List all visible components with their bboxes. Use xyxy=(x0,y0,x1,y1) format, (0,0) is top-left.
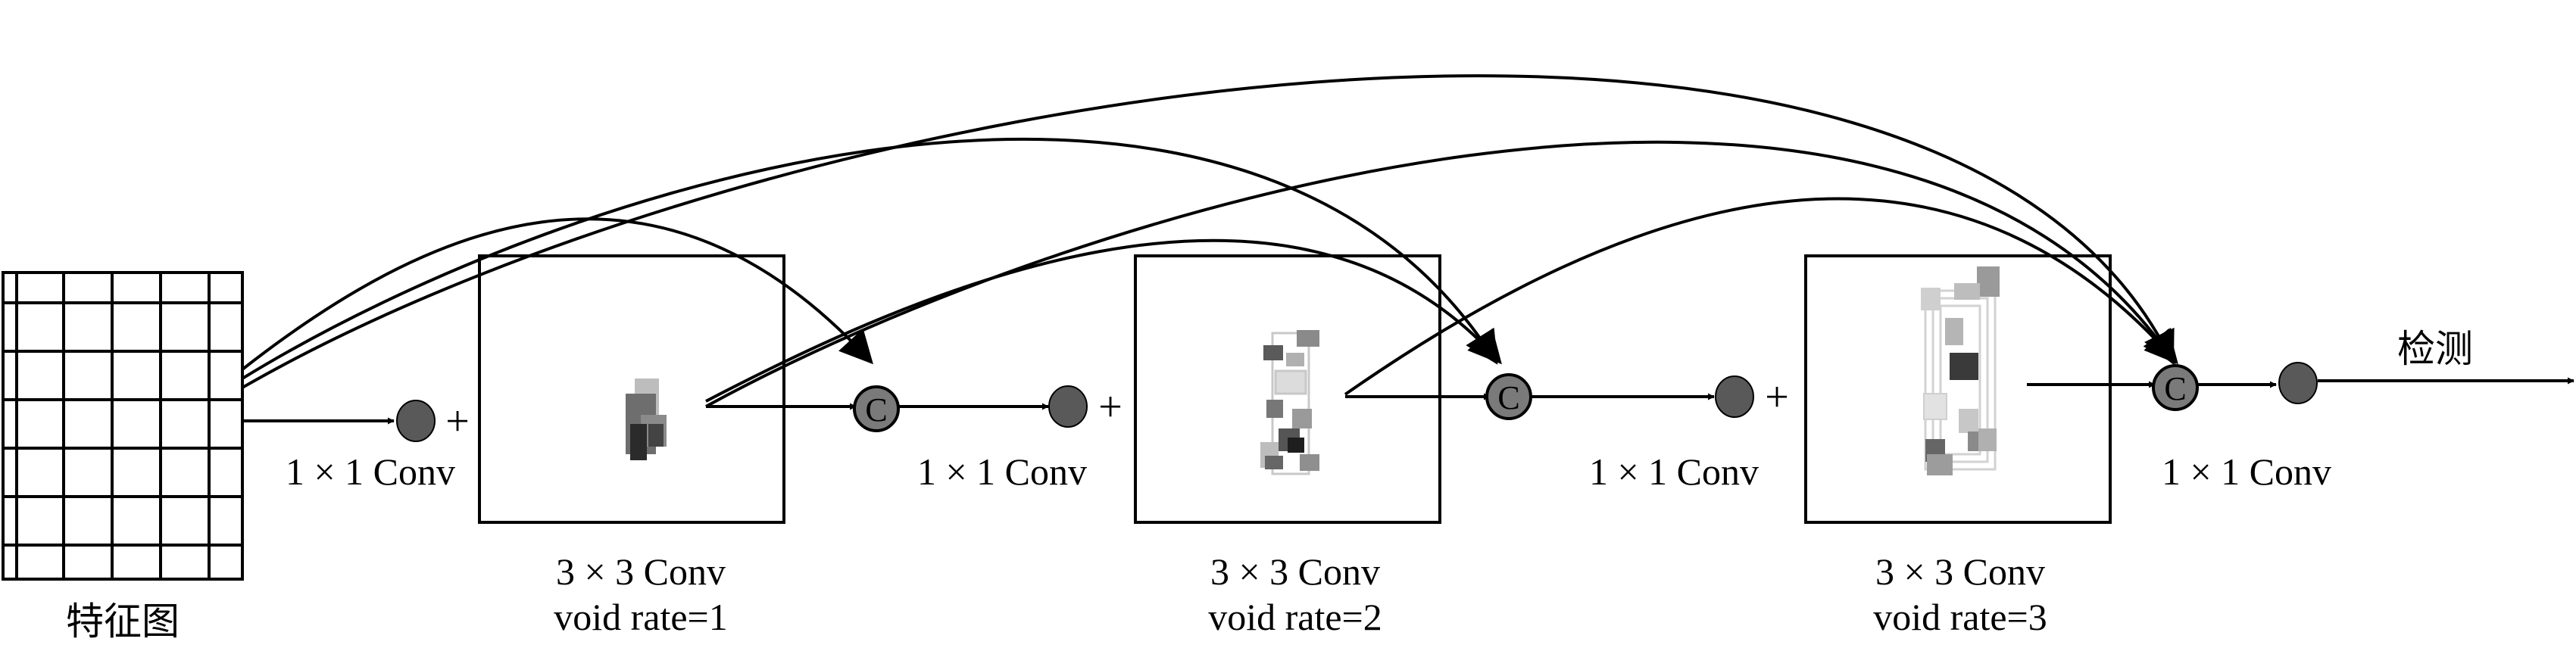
feature-map-grid xyxy=(2,271,244,581)
skip-conv2-to-concat-3 xyxy=(1344,197,2178,396)
plus-sign-3: + xyxy=(1765,374,1789,421)
main-flow xyxy=(242,377,2574,425)
dilated-conv-box-1 xyxy=(478,254,785,524)
conv1x1-label-3: 1 × 1 Conv xyxy=(1589,450,1759,493)
svg-text:C: C xyxy=(1497,379,1519,416)
plus-sign-2: + xyxy=(1098,384,1123,431)
dilated-conv-box-2 xyxy=(1134,254,1441,524)
conv1x1-label-2: 1 × 1 Conv xyxy=(917,450,1087,493)
skip-input-to-concat-3 xyxy=(242,74,2175,389)
void-rate-1: void rate=1 xyxy=(554,596,728,638)
concat-node-1: C xyxy=(853,385,900,432)
conv1x1-label-1: 1 × 1 Conv xyxy=(286,450,455,493)
dilated-conv-title-2: 3 × 3 Conv xyxy=(1210,550,1380,593)
feature-map-label: 特征图 xyxy=(66,600,180,643)
conv1x1-label-final: 1 × 1 Conv xyxy=(2162,450,2331,493)
dilated-conv-title-3: 3 × 3 Conv xyxy=(1875,550,2045,593)
conv1x1-node-2 xyxy=(1048,385,1088,428)
void-rate-2: void rate=2 xyxy=(1208,596,1382,638)
conv1x1-nodes xyxy=(396,362,2318,442)
conv1x1-node-4 xyxy=(2278,362,2318,404)
dilated-conv-box-3 xyxy=(1804,254,2112,524)
conv1x1-node-1 xyxy=(396,400,436,442)
concat-nodes: C C C xyxy=(853,364,2199,432)
detection-output-label: 检测 xyxy=(2397,327,2473,371)
concat-node-2: C xyxy=(1485,373,1532,420)
receptive-field-pattern-3 xyxy=(1921,266,2000,475)
svg-text:C: C xyxy=(2164,370,2186,407)
void-rate-3: void rate=3 xyxy=(1873,596,2047,638)
receptive-field-pattern-2 xyxy=(1260,330,1319,475)
receptive-field-pattern-1 xyxy=(626,379,667,460)
skip-conv1-to-concat-3 xyxy=(705,140,2176,408)
skip-connections xyxy=(241,74,2178,408)
skip-input-to-concat-1 xyxy=(241,217,873,371)
concat-node-3: C xyxy=(2152,364,2199,411)
plus-sign-1: + xyxy=(445,398,470,445)
dilated-conv-title-1: 3 × 3 Conv xyxy=(556,550,726,593)
conv1x1-node-3 xyxy=(1715,375,1754,418)
skip-conv2-to-concat-2 xyxy=(705,238,1502,403)
svg-text:C: C xyxy=(865,391,887,428)
